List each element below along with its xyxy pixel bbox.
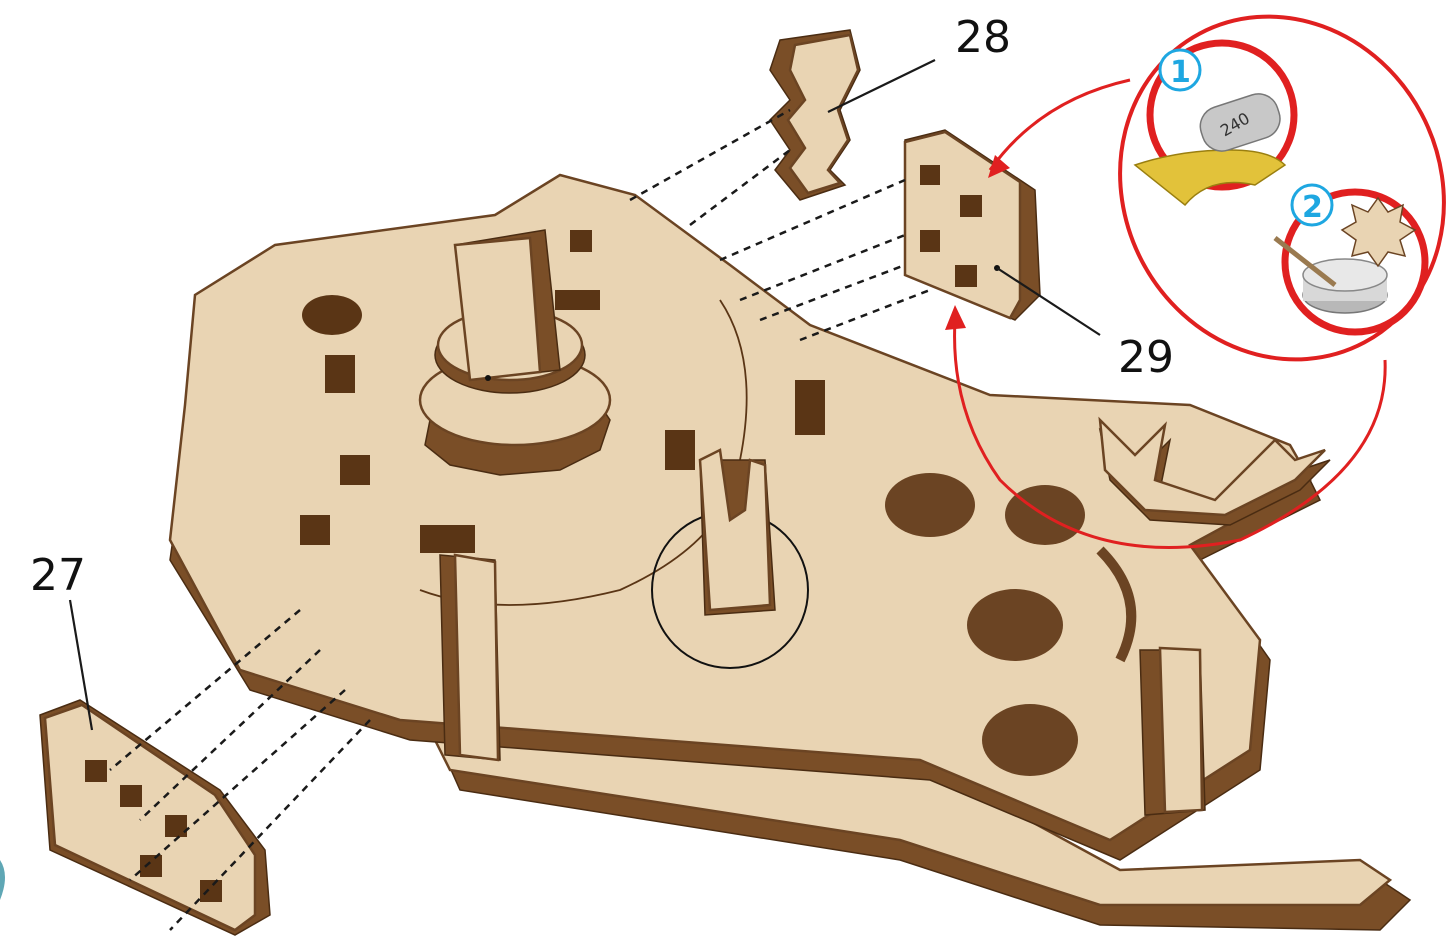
- side-upright-right: [1139, 646, 1206, 816]
- round-hole: [885, 473, 975, 537]
- step-2-glue: 2: [1273, 183, 1429, 336]
- slot: [795, 380, 825, 435]
- step-number-2: 2: [1302, 190, 1323, 225]
- step-badge-2: [1290, 183, 1334, 227]
- step-badge-1: [1158, 48, 1202, 92]
- slot: [665, 430, 695, 470]
- edge-fragment: [0, 860, 5, 900]
- step-1-sanding: 240 1: [1133, 39, 1298, 207]
- part-29: [903, 129, 1041, 321]
- slot: [340, 455, 370, 485]
- sandpaper-icon: [1133, 149, 1287, 207]
- round-hole: [302, 295, 362, 335]
- antler-shape: [1098, 416, 1331, 526]
- slot: [300, 515, 330, 545]
- side-upright-left: [439, 553, 501, 762]
- finishing-callout: 240 1 2: [945, 14, 1446, 549]
- sanding-block-icon: [1199, 93, 1281, 152]
- slot: [420, 525, 475, 553]
- part-label-29: 29: [1118, 332, 1174, 383]
- leader-27: [68, 599, 94, 731]
- leader-29: [996, 267, 1101, 336]
- arrow-to-part-29-bottom: [953, 319, 1387, 549]
- round-hole: [967, 589, 1063, 661]
- part-label-28: 28: [955, 12, 1011, 63]
- slot: [570, 230, 592, 252]
- gear-icon: [1340, 196, 1417, 268]
- gear-assembly: [418, 229, 612, 476]
- arrow-to-part-29-top: [988, 78, 1131, 171]
- assembly-guide-lines: [109, 108, 931, 931]
- part-label-27: 27: [30, 550, 86, 601]
- slot: [325, 355, 355, 393]
- center-upright-tab: [698, 448, 776, 616]
- step-number-1: 1: [1170, 55, 1191, 90]
- part-28: [769, 29, 861, 201]
- round-hole: [982, 704, 1078, 776]
- slot: [555, 290, 600, 310]
- leader-28: [827, 59, 936, 113]
- part-27: [39, 699, 271, 936]
- glue-brush-icon: [1273, 236, 1337, 287]
